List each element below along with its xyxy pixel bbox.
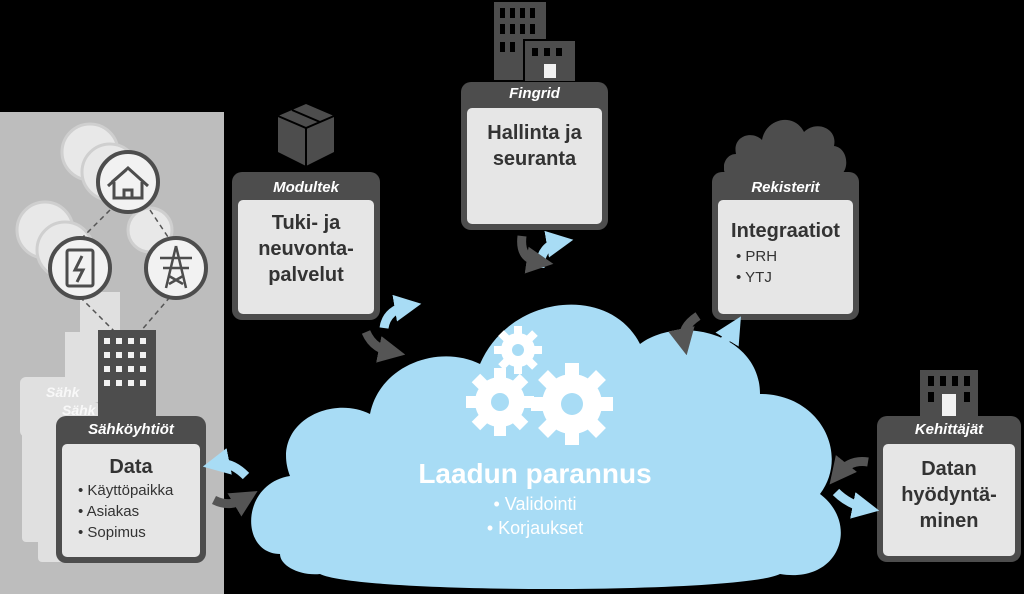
card-fingrid-header: Fingrid	[509, 85, 560, 102]
card-fingrid-title-2: seuranta	[492, 148, 577, 170]
power-pylon-icon	[144, 236, 208, 300]
card-fingrid: Fingrid Hallinta ja seuranta	[461, 82, 608, 230]
card-sahkoyhtiot: Sähköyhtiöt Data • Käyttöpaikka • Asiaka…	[56, 416, 206, 563]
cloud-shape	[251, 304, 841, 589]
card-sahkoyhtiot-title: Data	[109, 456, 153, 478]
card-modultek-title-2: neuvonta-	[258, 238, 354, 260]
electric-meter-icon	[48, 236, 112, 300]
house-icon	[96, 150, 160, 214]
card-fingrid-title-1: Hallinta ja	[487, 122, 582, 144]
office-buildings-icon	[494, 2, 577, 82]
cloud-bullet-korjaukset: • Korjaukset	[486, 518, 584, 538]
ghost-label-1: Sähk	[46, 384, 80, 400]
card-modultek-title-1: Tuki- ja	[271, 212, 341, 234]
card-modultek-title-3: palvelut	[268, 264, 344, 286]
arrow-from-rekisterit	[668, 312, 701, 356]
arrow-to-fingrid	[535, 230, 574, 269]
ghost-label-2: Sähk	[62, 402, 96, 418]
cloud-icon	[724, 119, 847, 176]
card-kehittajat-title-2: hyödyntä-	[901, 484, 997, 506]
card-rekisterit-bullet-ytj: • YTJ	[736, 269, 772, 286]
cloud-title: Laadun parannus	[418, 458, 652, 489]
arrow-to-rekisterit	[707, 316, 741, 358]
card-rekisterit: Rekisterit Integraatiot • PRH • YTJ	[712, 172, 859, 320]
package-icon	[277, 104, 335, 166]
arrow-from-kehittajat	[829, 455, 869, 485]
card-sahkoyhtiot-header: Sähköyhtiöt	[88, 421, 174, 438]
cloud-bullet-validointi: • Validointi	[493, 494, 577, 514]
card-sahkoyhtiot-bullet-kayttopaikka: • Käyttöpaikka	[78, 482, 174, 499]
card-modultek: Modultek Tuki- ja neuvonta- palvelut	[232, 172, 380, 320]
developer-building-icon	[920, 370, 978, 418]
arrow-to-sahkoyhtiot	[202, 448, 250, 480]
card-sahkoyhtiot-bullet-sopimus: • Sopimus	[78, 524, 146, 541]
card-modultek-header: Modultek	[273, 179, 339, 196]
card-rekisterit-header: Rekisterit	[751, 179, 820, 196]
arrow-to-kehittajat	[832, 488, 880, 519]
card-kehittajat-title-1: Datan	[921, 458, 977, 480]
card-sahkoyhtiot-bullet-asiakas: • Asiakas	[78, 503, 140, 520]
card-rekisterit-title: Integraatiot	[731, 220, 840, 242]
arrow-from-modultek	[361, 330, 406, 363]
card-rekisterit-bullet-prh: • PRH	[736, 248, 778, 265]
building-icon	[98, 330, 156, 420]
arrow-from-sahkoyhtiot	[211, 491, 258, 517]
card-kehittajat-title-3: minen	[919, 510, 979, 532]
card-kehittajat-header: Kehittäjät	[914, 421, 984, 438]
arrow-from-fingrid	[517, 235, 554, 274]
card-kehittajat: Kehittäjät Datan hyödyntä- minen	[877, 416, 1021, 562]
arrow-to-modultek	[379, 294, 422, 329]
gears-icon	[466, 326, 613, 445]
